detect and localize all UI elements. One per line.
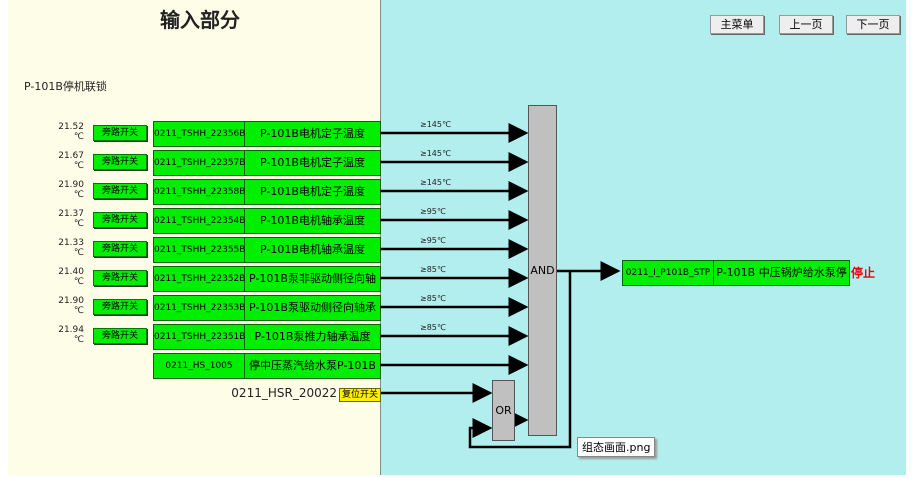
tooltip: 组态画面.png xyxy=(577,437,656,457)
signal-desc: P-101B电机轴承温度 xyxy=(260,243,365,256)
signal-desc: P-101B泵驱动侧径向轴承 xyxy=(249,301,376,314)
temperature-reading: 21.90℃ xyxy=(52,180,84,200)
reset-button[interactable]: 复位开关 xyxy=(339,388,381,402)
output-id: 0211_I_P101B_STP xyxy=(623,261,714,285)
feedback-wire xyxy=(468,271,572,449)
temperature-reading: 21.94℃ xyxy=(52,325,84,345)
signal-id: 0211_TSHH_22353B xyxy=(154,296,245,320)
temp-value: 21.90 xyxy=(58,296,84,306)
signal-id: 0211_TSHH_22352B xyxy=(154,267,245,291)
output-status: 停止 xyxy=(851,266,876,280)
bypass-button[interactable]: 旁路开关 xyxy=(93,270,147,286)
threshold-label: ≥85℃ xyxy=(420,323,446,332)
output-desc: P-101B 中压锅炉给水泵停 xyxy=(716,266,847,279)
bypass-button[interactable]: 旁路开关 xyxy=(93,154,147,170)
bypass-button[interactable]: 旁路开关 xyxy=(93,241,147,257)
temperature-reading: 21.33℃ xyxy=(52,238,84,258)
input-signal-box[interactable]: 0211_TSHH_22355B P-101B电机轴承温度 xyxy=(153,237,381,263)
temp-value: 21.94 xyxy=(58,325,84,335)
main-menu-button[interactable]: 主菜单 xyxy=(710,15,764,34)
bypass-button[interactable]: 旁路开关 xyxy=(93,328,147,344)
next-page-button[interactable]: 下一页 xyxy=(846,15,900,34)
and-gate: AND xyxy=(528,105,557,436)
temp-value: 21.90 xyxy=(58,180,84,190)
input-signal-box[interactable]: 0211_TSHH_22356B P-101B电机定子温度 xyxy=(153,121,381,147)
threshold-label: ≥145℃ xyxy=(420,178,451,187)
input-signal-box[interactable]: 0211_TSHH_22354B P-101B电机轴承温度 xyxy=(153,208,381,234)
input-signal-box[interactable]: 0211_TSHH_22358B P-101B电机定子温度 xyxy=(153,179,381,205)
temp-unit: ℃ xyxy=(73,335,84,345)
temp-unit: ℃ xyxy=(73,190,84,200)
or-gate: OR xyxy=(492,380,515,441)
signal-id: 0211_TSHH_22357B xyxy=(154,151,245,175)
temp-unit: ℃ xyxy=(73,219,84,229)
temp-unit: ℃ xyxy=(73,248,84,258)
temp-value: 21.33 xyxy=(58,238,84,248)
threshold-label: ≥95℃ xyxy=(420,236,446,245)
signal-id: 0211_TSHH_22356B xyxy=(154,122,245,146)
reset-tag: 0211_HSR_20022 xyxy=(231,386,337,400)
signal-desc: P-101B电机轴承温度 xyxy=(260,214,365,227)
threshold-label: ≥85℃ xyxy=(420,294,446,303)
temperature-reading: 21.67℃ xyxy=(52,151,84,171)
temp-unit: ℃ xyxy=(73,306,84,316)
signal-desc: P-101B泵非驱动侧径向轴 xyxy=(249,272,376,285)
signal-desc: 停中压蒸汽给水泵P-101B xyxy=(249,359,376,372)
bypass-button[interactable]: 旁路开关 xyxy=(93,183,147,199)
temp-unit: ℃ xyxy=(73,161,84,171)
threshold-label: ≥85℃ xyxy=(420,265,446,274)
temp-unit: ℃ xyxy=(73,132,84,142)
temp-value: 21.40 xyxy=(58,267,84,277)
temp-value: 21.67 xyxy=(58,151,84,161)
output-box[interactable]: 0211_I_P101B_STP P-101B 中压锅炉给水泵停 xyxy=(622,260,850,286)
logic-panel xyxy=(380,0,906,475)
signal-id: 0211_TSHH_22354B xyxy=(154,209,245,233)
signal-desc: P-101B电机定子温度 xyxy=(260,156,365,169)
threshold-label: ≥145℃ xyxy=(420,149,451,158)
temperature-reading: 21.90℃ xyxy=(52,296,84,316)
signal-desc: P-101B泵推力轴承温度 xyxy=(254,330,371,343)
bypass-button[interactable]: 旁路开关 xyxy=(93,212,147,228)
signal-id: 0211_HS_1005 xyxy=(154,354,245,378)
temp-value: 21.52 xyxy=(58,122,84,132)
temperature-reading: 21.40℃ xyxy=(52,267,84,287)
signal-id: 0211_TSHH_22351B xyxy=(154,325,245,349)
bypass-button[interactable]: 旁路开关 xyxy=(93,125,147,141)
page-title: 输入部分 xyxy=(160,8,240,32)
threshold-label: ≥95℃ xyxy=(420,207,446,216)
input-signal-box[interactable]: 0211_HS_1005 停中压蒸汽给水泵P-101B xyxy=(153,353,381,379)
threshold-label: ≥145℃ xyxy=(420,120,451,129)
input-signal-box[interactable]: 0211_TSHH_22352B P-101B泵非驱动侧径向轴 xyxy=(153,266,381,292)
bypass-button[interactable]: 旁路开关 xyxy=(93,299,147,315)
temp-unit: ℃ xyxy=(73,277,84,287)
input-signal-box[interactable]: 0211_TSHH_22357B P-101B电机定子温度 xyxy=(153,150,381,176)
temp-value: 21.37 xyxy=(58,209,84,219)
prev-page-button[interactable]: 上一页 xyxy=(779,15,833,34)
temperature-reading: 21.52℃ xyxy=(52,122,84,142)
interlock-title: P-101B停机联锁 xyxy=(24,80,107,93)
input-signal-box[interactable]: 0211_TSHH_22353B P-101B泵驱动侧径向轴承 xyxy=(153,295,381,321)
signal-desc: P-101B电机定子温度 xyxy=(260,127,365,140)
temperature-reading: 21.37℃ xyxy=(52,209,84,229)
signal-id: 0211_TSHH_22358B xyxy=(154,180,245,204)
signal-desc: P-101B电机定子温度 xyxy=(260,185,365,198)
signal-id: 0211_TSHH_22355B xyxy=(154,238,245,262)
input-signal-box[interactable]: 0211_TSHH_22351B P-101B泵推力轴承温度 xyxy=(153,324,381,350)
